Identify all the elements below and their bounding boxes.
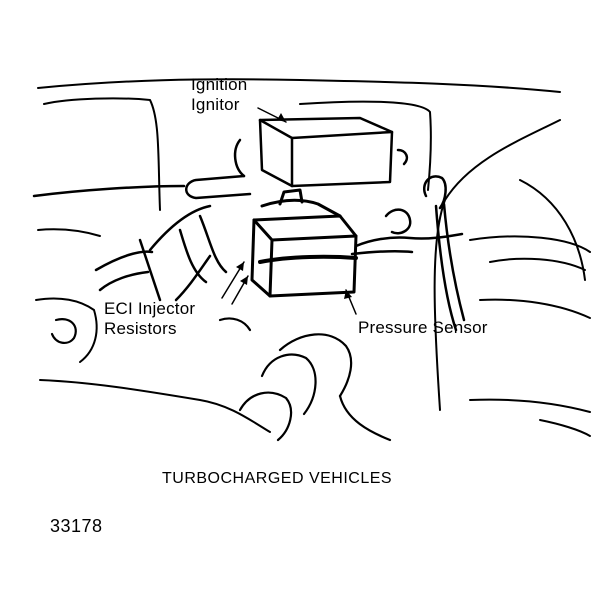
ignition-label-line1: Ignition — [191, 75, 248, 94]
figure-number: 33178 — [50, 516, 103, 536]
eci-injector-resistors-block — [250, 188, 358, 298]
figure-caption: TURBOCHARGED VEHICLES — [162, 470, 393, 487]
leader-lines — [221, 107, 357, 315]
leader-arrowheads — [236, 113, 352, 299]
wiring-harness — [32, 184, 228, 302]
ignition-ignitor-label: Ignition Ignitor — [191, 75, 247, 115]
eci-label-line1: ECI Injector — [104, 299, 196, 318]
eci-injector-resistors-label: ECI Injector Resistors — [104, 299, 195, 339]
ignition-label-line2: Ignitor — [191, 95, 240, 114]
ignition-ignitor-unit — [185, 116, 409, 200]
pressure-sensor — [350, 175, 466, 332]
lower-engine-parts — [50, 317, 392, 442]
pressure-sensor-label: Pressure Sensor — [358, 318, 488, 337]
compartment-outline — [35, 78, 591, 437]
eci-label-line2: Resistors — [104, 319, 177, 338]
